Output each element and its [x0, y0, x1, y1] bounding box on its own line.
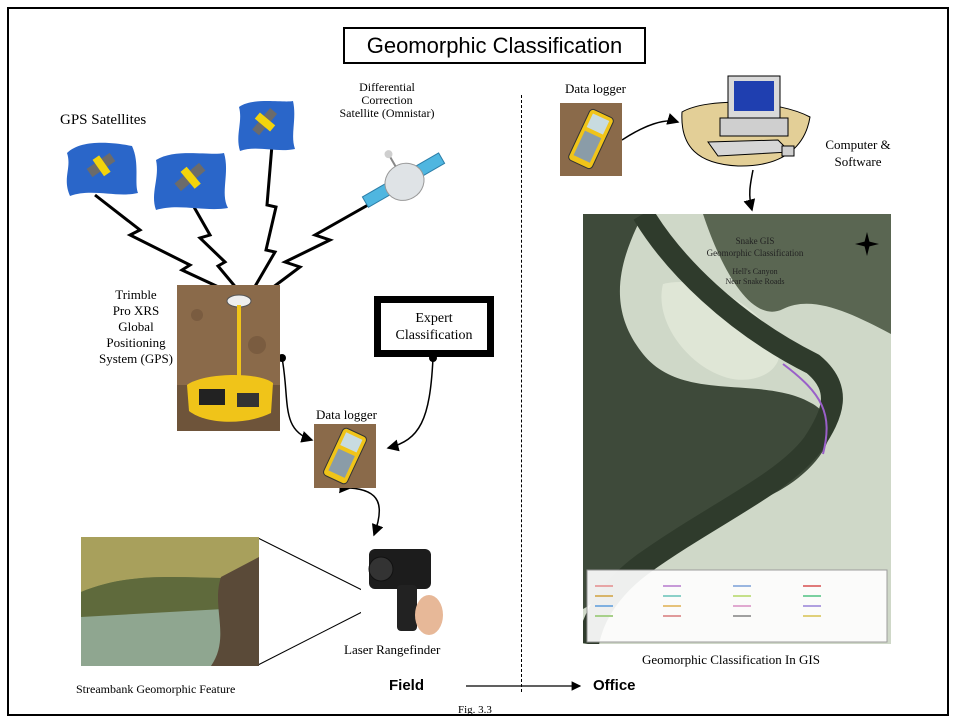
- computer-icon: [681, 75, 811, 167]
- map-title-line1: Snake GIS: [736, 236, 775, 246]
- signal-link-omnistar: [259, 203, 369, 299]
- data-logger-field-label: Data logger: [316, 407, 378, 422]
- computer-to-gis-arrow: [743, 169, 756, 212]
- gps-satellite-icon-2: [154, 153, 228, 210]
- gps-satellite-icon-3: [238, 101, 295, 151]
- signal-link-sat3: [248, 144, 278, 296]
- logger-to-computer-arrow: [621, 113, 680, 141]
- data-logger-office-label: Data logger: [565, 81, 627, 96]
- gps-satellite-icon-1: [66, 142, 138, 196]
- map-title-line2: Geomorphic Classification: [707, 248, 804, 258]
- gis-map: Snake GIS Geomorphic Classification Hell…: [583, 214, 891, 644]
- figure-frame: [7, 7, 949, 716]
- laser-logger-arrow: [339, 481, 384, 537]
- field-label: Field: [389, 677, 425, 694]
- laser-rangefinder-photo: [361, 537, 448, 640]
- diagram-title: Geomorphic Classification: [343, 27, 646, 64]
- field-office-divider: [521, 95, 522, 692]
- signal-link-sat1: [94, 193, 241, 299]
- differential-correction-label: Differential Correction Satellite (Omnis…: [339, 80, 435, 120]
- data-logger-office-photo: [560, 103, 622, 176]
- streambank-photo: [81, 537, 259, 666]
- signal-link-sat2: [188, 199, 245, 297]
- data-logger-field-photo: [314, 424, 376, 488]
- gps-to-logger-arrow: [281, 357, 314, 443]
- office-label: Office: [593, 677, 636, 694]
- map-title-line4: Near Snake Roads: [725, 277, 784, 286]
- laser-rangefinder-label: Laser Rangefinder: [344, 642, 441, 657]
- expert-classification-box: Expert Classification: [374, 296, 494, 357]
- gis-caption: Geomorphic Classification In GIS: [642, 652, 820, 667]
- trimble-gps-label: Trimble Pro XRS Global Positioning Syste…: [98, 287, 174, 366]
- figure-number: Fig. 3.3: [458, 704, 492, 716]
- trimble-gps-photo: [177, 285, 280, 431]
- omnistar-satellite-icon: [361, 150, 446, 209]
- expert-to-logger-arrow: [386, 357, 434, 452]
- computer-software-label: Computer & Software: [825, 137, 891, 169]
- streambank-label: Streambank Geomorphic Feature: [76, 682, 236, 696]
- gps-satellites-label: GPS Satellites: [60, 112, 147, 128]
- map-title-line3: Hell's Canyon: [732, 267, 777, 276]
